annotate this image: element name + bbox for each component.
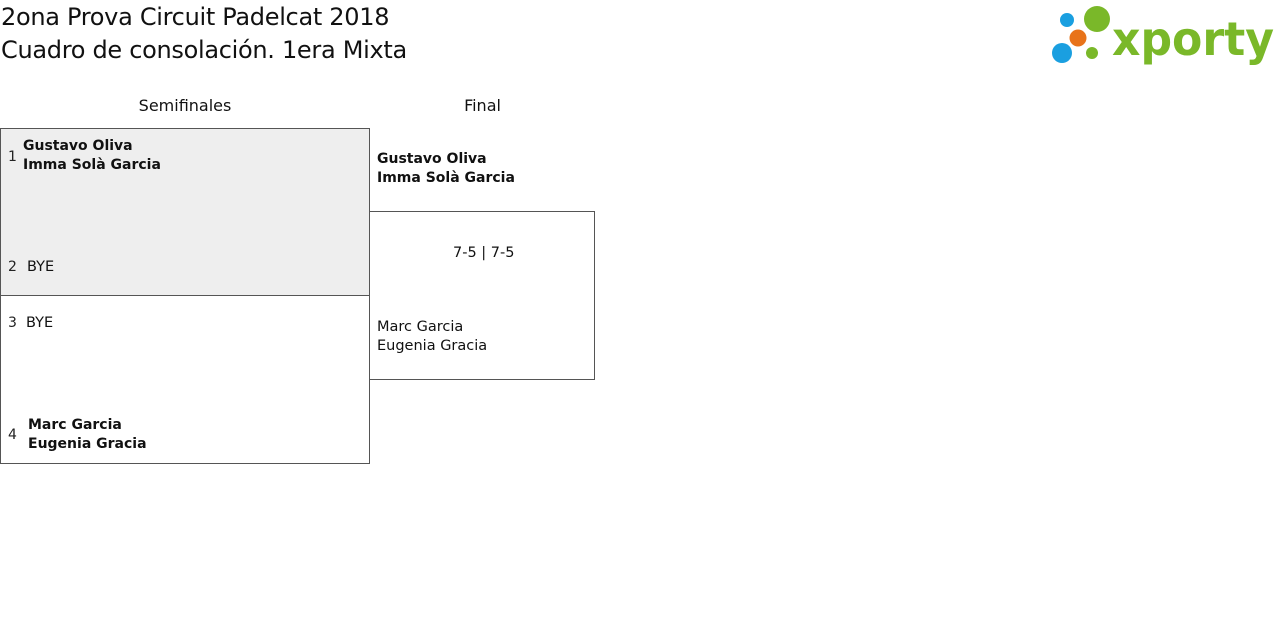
logo-dot-blue-small bbox=[1060, 13, 1074, 27]
seed-number: 1 bbox=[8, 149, 17, 165]
logo-dot-green-large bbox=[1084, 6, 1110, 32]
semifinal-match-2[interactable]: 3 BYE 4 Marc Garcia Eugenia Gracia bbox=[0, 295, 370, 464]
logo-dot-green-small bbox=[1086, 47, 1098, 59]
final-team-top[interactable]: Gustavo Oliva Imma Solà Garcia bbox=[377, 150, 515, 188]
draw-subtitle: Cuadro de consolación. 1era Mixta bbox=[1, 36, 407, 64]
logo-wordmark: xporty bbox=[1112, 12, 1274, 66]
round-header-semifinals: Semifinales bbox=[138, 96, 232, 115]
team-gustavo-imma[interactable]: Gustavo Oliva Imma Solà Garcia bbox=[23, 137, 161, 175]
player-name: Gustavo Oliva bbox=[377, 151, 487, 167]
seed-number: 2 bbox=[8, 259, 17, 275]
player-name: Eugenia Gracia bbox=[377, 338, 488, 354]
bye-slot: BYE bbox=[27, 259, 55, 275]
logo-dot-blue-large bbox=[1052, 43, 1072, 63]
semifinal-match-1[interactable]: 1 Gustavo Oliva Imma Solà Garcia 2 BYE bbox=[0, 128, 370, 296]
seed-number: 4 bbox=[8, 427, 17, 443]
tournament-title: 2ona Prova Circuit Padelcat 2018 bbox=[1, 3, 390, 31]
final-match[interactable]: 7-5 | 7-5 Marc Garcia Eugenia Gracia bbox=[369, 211, 595, 380]
bye-slot: BYE bbox=[26, 315, 54, 331]
player-name: Imma Solà Garcia bbox=[377, 170, 515, 186]
final-team-bottom[interactable]: Marc Garcia Eugenia Gracia bbox=[377, 318, 487, 356]
seed-number: 3 bbox=[8, 315, 17, 331]
round-header-final: Final bbox=[464, 96, 501, 115]
player-name: Eugenia Gracia bbox=[28, 436, 147, 452]
player-name: Imma Solà Garcia bbox=[23, 157, 161, 173]
team-marc-eugenia[interactable]: Marc Garcia Eugenia Gracia bbox=[28, 416, 147, 454]
player-name: Marc Garcia bbox=[377, 319, 464, 335]
player-name: Marc Garcia bbox=[28, 417, 122, 433]
final-score: 7-5 | 7-5 bbox=[453, 245, 515, 261]
xporty-logo[interactable]: xporty bbox=[1050, 2, 1276, 68]
logo-dot-orange bbox=[1069, 29, 1087, 47]
player-name: Gustavo Oliva bbox=[23, 138, 133, 154]
